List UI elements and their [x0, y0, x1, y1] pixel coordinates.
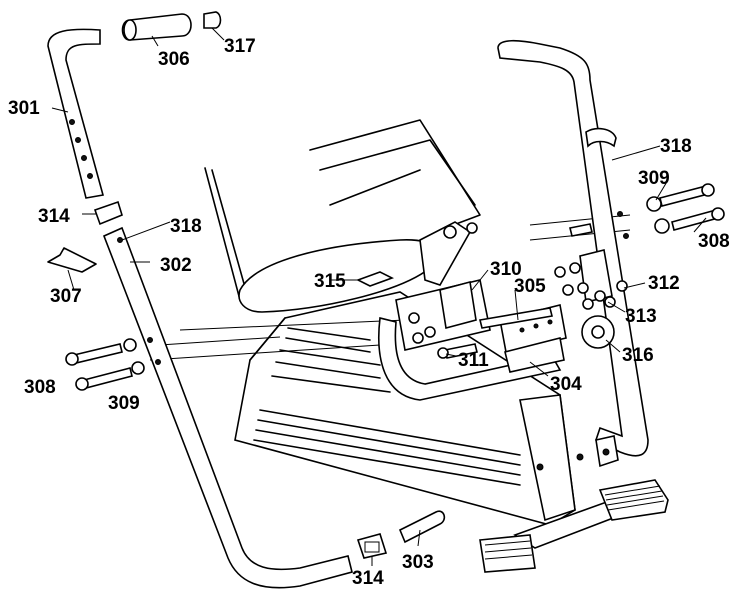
label-307: 307: [50, 286, 82, 307]
bracket-304: [378, 317, 562, 401]
label-317: 317: [224, 36, 256, 57]
label-312: 312: [648, 273, 680, 294]
label-302: 302: [160, 255, 192, 276]
label-309-right: 309: [638, 168, 670, 189]
left-handlebar-lower: [102, 226, 353, 589]
label-308-right: 308: [698, 231, 730, 252]
label-305: 305: [514, 276, 546, 297]
end-cap-317: [203, 11, 222, 29]
bushing-314-top: [93, 200, 123, 226]
bolts-right: [646, 183, 725, 234]
label-306: 306: [158, 49, 190, 70]
right-handlebar: [497, 39, 649, 468]
clip-307: [47, 247, 97, 273]
label-304: 304: [550, 374, 582, 395]
label-310: 310: [490, 259, 522, 280]
label-303: 303: [402, 552, 434, 573]
label-311: 311: [458, 350, 489, 371]
foot-cap-left: [479, 534, 536, 573]
label-315: 315: [314, 271, 346, 292]
resistance-assembly: [355, 223, 628, 401]
leader-lines: [51, 27, 707, 566]
foot-cap-right: [598, 479, 669, 521]
grip-306: [121, 13, 192, 41]
label-318-right: 318: [660, 136, 692, 157]
housing-vents: [253, 327, 521, 486]
label-309-left: 309: [108, 393, 140, 414]
bike-frame-body: [149, 119, 669, 573]
label-308-left: 308: [24, 377, 56, 398]
part-labels: 301 302 303 304 305 306 307 308 308 309 …: [8, 36, 730, 589]
label-313: 313: [625, 306, 657, 327]
block-315: [355, 271, 395, 287]
bolts-left: [65, 338, 145, 391]
label-314-top: 314: [38, 206, 70, 227]
seat-post: [419, 221, 472, 286]
label-301: 301: [8, 98, 40, 119]
label-318-left: 318: [170, 216, 202, 237]
shaft-303: [398, 510, 446, 544]
label-314-bottom: 314: [352, 568, 384, 589]
bushing-314-bottom: [356, 533, 388, 559]
label-316: 316: [622, 345, 654, 366]
left-handlebar-upper: [47, 28, 105, 199]
